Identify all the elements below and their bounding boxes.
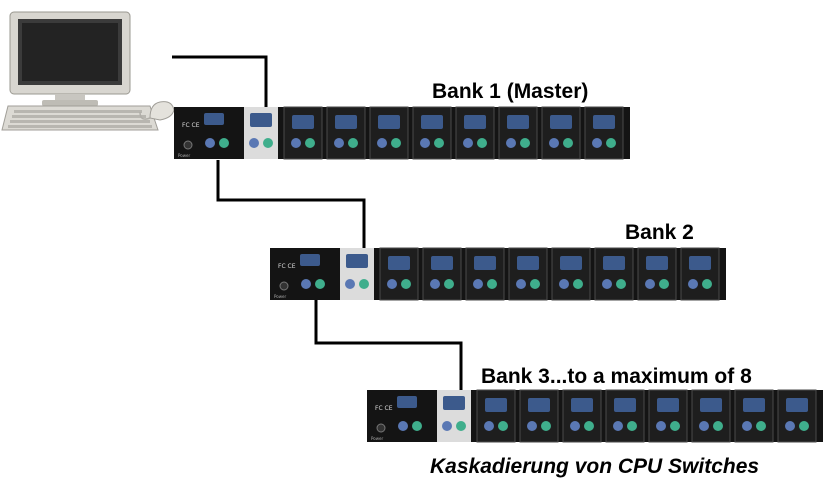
cable-bank2-to-bank3 <box>314 300 463 393</box>
cables <box>172 55 463 393</box>
cable-computer-to-bank1 <box>172 55 268 110</box>
bank-2-label: Bank 2 <box>625 221 694 244</box>
kvm-switch-bank-1 <box>173 106 631 160</box>
bank-3-label: Bank 3...to a maximum of 8 <box>481 365 752 388</box>
cable-bank1-to-bank2 <box>216 160 366 250</box>
mouse-icon <box>139 101 175 121</box>
monitor-icon <box>9 11 131 106</box>
diagram-caption: Kaskadierung von CPU Switches <box>430 455 760 478</box>
computer-icon <box>1 11 175 131</box>
kvm-switch-bank-3 <box>366 389 824 443</box>
kvm-switch-bank-2 <box>269 247 727 301</box>
keyboard-icon <box>1 105 159 131</box>
bank-1-label: Bank 1 (Master) <box>432 80 589 103</box>
